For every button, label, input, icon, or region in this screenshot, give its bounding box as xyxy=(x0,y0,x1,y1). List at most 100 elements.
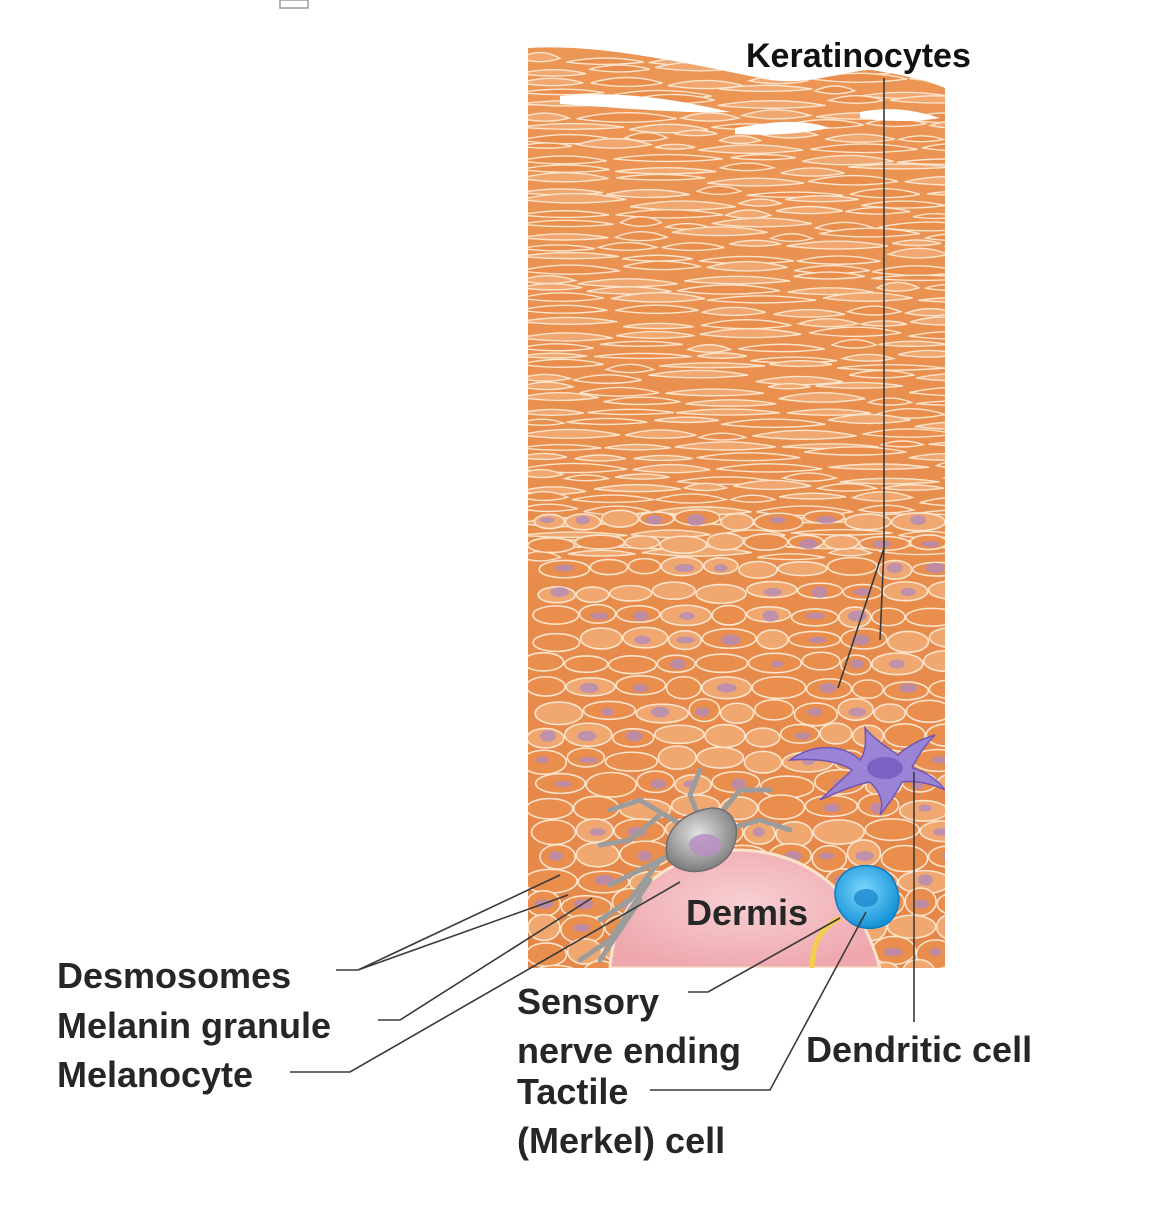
page-artifact-box xyxy=(279,0,309,9)
nucleus xyxy=(540,516,555,524)
keratinocyte xyxy=(600,509,640,528)
corneum-cell xyxy=(921,142,945,152)
corneum-cell xyxy=(810,143,918,154)
corneum-cell xyxy=(528,550,563,562)
corneum-cell xyxy=(939,539,945,547)
corneum-cell xyxy=(622,322,694,330)
corneum-cell xyxy=(845,206,911,215)
corneum-cell xyxy=(778,391,866,403)
nucleus xyxy=(947,972,966,980)
corneum-cell xyxy=(528,88,605,96)
corneum-cell xyxy=(839,477,940,485)
corneum-cell xyxy=(615,167,717,175)
keratinocyte xyxy=(851,679,885,699)
corneum-cell xyxy=(736,198,784,207)
merkel-cell-shape xyxy=(834,864,900,930)
corneum-cell xyxy=(593,483,681,493)
corneum-cell xyxy=(685,344,733,353)
corneum-cell xyxy=(728,494,777,503)
dermis-label: Dermis xyxy=(686,892,808,933)
nucleus xyxy=(752,827,765,837)
nucleus xyxy=(589,828,606,836)
sensory-nerve-label-line1: Sensory xyxy=(517,981,659,1022)
corneum-cell xyxy=(632,463,711,474)
corneum-cell xyxy=(807,174,899,186)
corneum-cell xyxy=(716,463,823,473)
nucleus xyxy=(720,634,741,646)
keratinocyte xyxy=(948,536,981,550)
corneum-cell xyxy=(528,155,607,165)
corneum-cell xyxy=(941,473,945,481)
corneum-cell xyxy=(775,205,844,215)
corneum-cell xyxy=(613,153,723,163)
keratinocyte xyxy=(720,512,755,531)
corneum-cell xyxy=(528,352,588,359)
corneum-cell xyxy=(572,374,642,385)
corneum-cell xyxy=(528,233,609,241)
sensory-nerve-label-line2: nerve ending xyxy=(517,1030,741,1071)
corneum-cell xyxy=(856,504,916,514)
corneum-cell xyxy=(528,332,613,342)
corneum-cell xyxy=(769,359,833,368)
corneum-cell xyxy=(675,408,780,416)
corneum-cell xyxy=(845,305,904,316)
corneum-cell xyxy=(946,129,1051,136)
corneum-cell xyxy=(767,382,811,390)
nucleus xyxy=(818,852,835,860)
corneum-cell xyxy=(674,129,718,137)
corneum-cell xyxy=(914,420,945,431)
corneum-cell xyxy=(528,343,594,352)
leader-lines xyxy=(290,78,915,1091)
nucleus xyxy=(535,756,549,764)
corneum-cell xyxy=(701,306,766,317)
corneum-cell xyxy=(918,296,945,303)
corneum-cell xyxy=(780,472,839,482)
keratinocyte xyxy=(905,607,945,627)
nucleus xyxy=(808,636,827,644)
corneum-cell xyxy=(904,175,945,186)
corneum-cell xyxy=(528,112,572,122)
keratinocyte xyxy=(823,534,860,550)
nucleus xyxy=(886,562,904,574)
corneum-cell xyxy=(698,144,804,154)
nucleus xyxy=(645,515,663,525)
keratinocyte xyxy=(873,703,907,724)
nucleus xyxy=(596,972,610,980)
nucleus xyxy=(805,612,825,620)
keratinocyte xyxy=(745,727,781,748)
nucleus xyxy=(540,730,557,742)
keratinocyte xyxy=(657,745,697,770)
corneum-cell xyxy=(566,57,644,66)
corneum-cell xyxy=(825,133,895,143)
nucleus xyxy=(763,587,782,597)
nucleus xyxy=(694,707,710,717)
corneum-cell xyxy=(948,365,1052,373)
corneum-cell xyxy=(943,240,945,250)
corneum-cell xyxy=(528,373,574,382)
keratinocyte xyxy=(905,699,945,724)
keratinocyte xyxy=(883,722,927,748)
corneum-cell xyxy=(711,217,812,228)
corneum-cell xyxy=(850,490,915,502)
corneum-cell xyxy=(528,283,583,291)
corneum-cell xyxy=(599,340,683,347)
tactile-cell-label-line2: (Merkel) cell xyxy=(517,1120,725,1161)
corneum-cell xyxy=(528,392,599,402)
corneum-cell xyxy=(909,316,945,326)
corneum-cell xyxy=(721,418,826,429)
corneum-cell xyxy=(678,112,742,122)
corneum-cell xyxy=(866,397,914,406)
corneum-cell xyxy=(654,416,720,424)
keratinocyte xyxy=(653,724,705,745)
keratinocyte xyxy=(528,868,578,894)
corneum-cell xyxy=(611,292,706,303)
keratinocyte xyxy=(711,604,747,626)
nucleus xyxy=(634,635,651,645)
corneum-cell xyxy=(815,482,880,492)
keratinocyte xyxy=(757,794,806,820)
nucleus xyxy=(960,780,973,789)
nucleus xyxy=(931,756,945,764)
nucleus xyxy=(770,660,784,668)
corneum-cell xyxy=(827,413,911,425)
corneum-cell xyxy=(613,231,670,242)
